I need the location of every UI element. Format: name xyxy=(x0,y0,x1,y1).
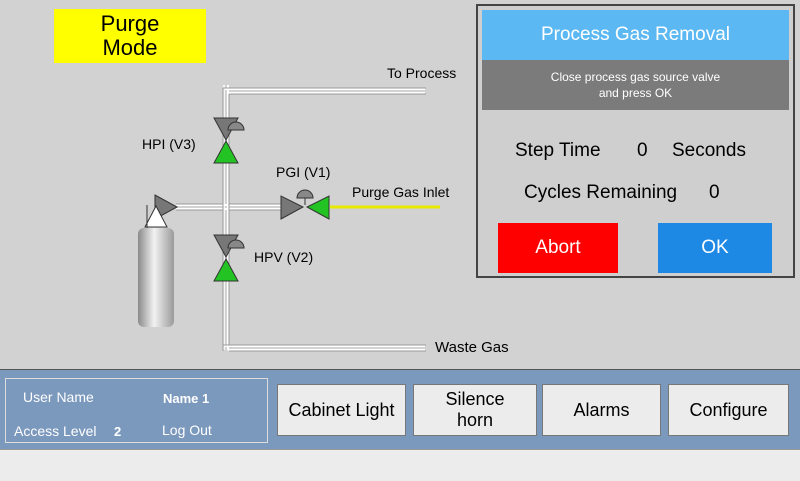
bottom-toolbar: User Name Name 1 Access Level 2 Log Out … xyxy=(0,369,800,450)
step-time-unit: Seconds xyxy=(672,140,746,161)
abort-button[interactable]: Abort xyxy=(498,223,618,273)
step-time-label: Step Time xyxy=(515,140,601,161)
ok-button[interactable]: OK xyxy=(658,223,772,273)
process-gas-removal-dialog: Process Gas Removal Close process gas so… xyxy=(476,4,795,278)
step-time-value: 0 xyxy=(637,140,648,161)
hpv-label: HPV (V2) xyxy=(254,249,314,265)
silence-horn-line2: horn xyxy=(456,410,494,430)
dialog-message: Close process gas source valve and press… xyxy=(482,60,789,110)
alarms-button[interactable]: Alarms xyxy=(542,384,661,436)
hpi-valve-icon[interactable] xyxy=(213,117,245,164)
access-level-value: 2 xyxy=(114,424,122,439)
pgi-label: PGI (V1) xyxy=(276,164,331,180)
gas-cylinder-icon xyxy=(138,228,174,327)
dialog-title: Process Gas Removal xyxy=(482,10,789,60)
mode-line2: Mode xyxy=(102,35,158,60)
pipes xyxy=(176,85,425,351)
silence-horn-button[interactable]: Silence horn xyxy=(413,384,537,436)
silence-horn-line1: Silence xyxy=(445,389,505,409)
purge-gas-inlet-label: Purge Gas Inlet xyxy=(352,184,450,200)
user-name-value: Name 1 xyxy=(163,391,210,406)
cycles-remaining-label: Cycles Remaining xyxy=(524,182,678,203)
mode-line1: Purge xyxy=(100,11,160,36)
dialog-message-line2: and press OK xyxy=(598,86,673,100)
cylinder-valve-icon xyxy=(144,194,179,230)
cycles-remaining-value: 0 xyxy=(709,182,720,203)
configure-button[interactable]: Configure xyxy=(668,384,789,436)
to-process-label: To Process xyxy=(387,65,457,81)
pgi-valve-icon[interactable] xyxy=(280,189,330,220)
hpi-label: HPI (V3) xyxy=(142,136,196,152)
user-panel: User Name Name 1 Access Level 2 Log Out xyxy=(5,378,268,443)
user-name-label: User Name xyxy=(23,389,94,405)
access-level-label: Access Level xyxy=(14,423,97,439)
waste-gas-label: Waste Gas xyxy=(435,339,509,356)
hpv-valve-icon[interactable] xyxy=(213,234,245,282)
status-strip xyxy=(0,449,800,481)
log-out-link[interactable]: Log Out xyxy=(162,422,212,438)
purge-mode-indicator: Purge Mode xyxy=(54,9,206,63)
dialog-message-line1: Close process gas source valve xyxy=(550,70,721,84)
piping-schematic xyxy=(138,85,440,352)
cabinet-light-button[interactable]: Cabinet Light xyxy=(277,384,406,436)
